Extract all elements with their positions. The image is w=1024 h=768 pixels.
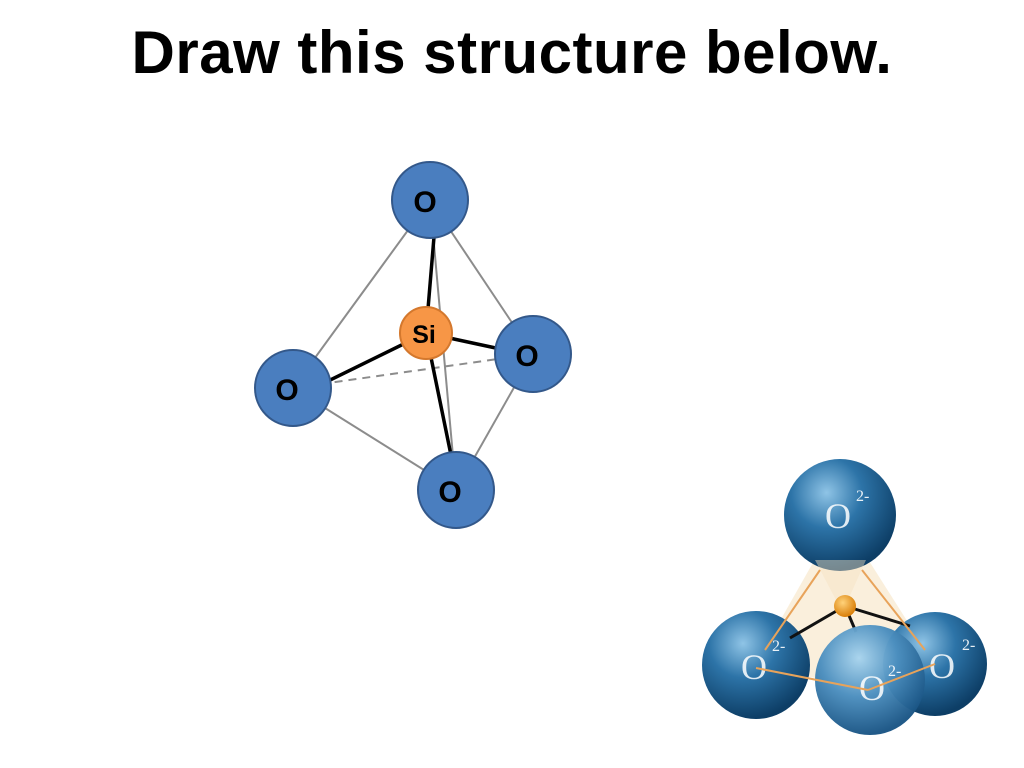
oxygen-label: O xyxy=(275,374,298,407)
oxygen-3d-label: O xyxy=(825,496,851,536)
oxygen-atom-right: O xyxy=(494,315,572,393)
oxygen-3d-label: O xyxy=(741,647,767,687)
oxygen-label: O xyxy=(438,476,461,509)
charge-label: 2- xyxy=(856,488,869,505)
edge-line xyxy=(867,663,936,691)
oxygen-label: O xyxy=(515,340,538,373)
tetrahedron-face xyxy=(815,560,866,600)
oxygen-3d-label: O xyxy=(929,646,955,686)
tetrahedron-2d: O O O O Si xyxy=(254,161,572,529)
bond-line xyxy=(844,604,911,628)
tetrahedron-3d-edges xyxy=(755,569,936,691)
silicon-atom: Si xyxy=(399,306,453,360)
edge-line xyxy=(861,569,926,651)
oxygen-ball-left: O 2- xyxy=(702,611,810,719)
hidden-edge-line xyxy=(292,353,534,389)
charge-label: 2- xyxy=(772,638,785,655)
silicon-label: Si xyxy=(412,321,436,349)
oxygen-ball-top: O 2- xyxy=(784,459,896,571)
charge-label: 2- xyxy=(888,663,901,680)
oxygen-label: O xyxy=(413,186,436,219)
slide-title: Draw this structure below. xyxy=(131,19,893,86)
edge-line xyxy=(764,569,821,651)
charge-label: 2- xyxy=(962,637,975,654)
tetrahedron-3d: O 2- O 2- O 2- O 2- xyxy=(702,459,987,735)
oxygen-ball-front: O 2- xyxy=(815,625,925,735)
silicon-ball xyxy=(834,595,856,617)
oxygen-atom-left: O xyxy=(254,349,332,427)
edge-line xyxy=(755,667,869,691)
oxygen-atom-top: O xyxy=(391,161,469,239)
oxygen-atom-bottom: O xyxy=(417,451,495,529)
